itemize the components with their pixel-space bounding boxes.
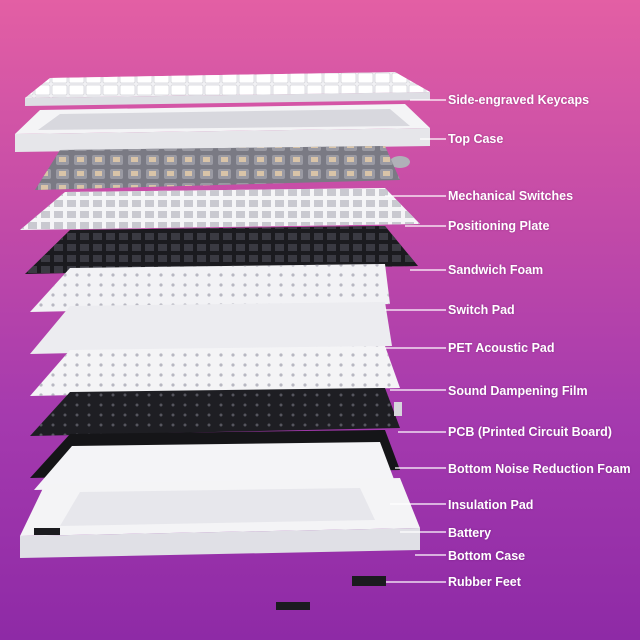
top-case-layer xyxy=(15,104,430,168)
switches-layer xyxy=(35,146,400,190)
insulation-pad-layer xyxy=(34,442,395,490)
label-keycaps: Side-engraved Keycaps xyxy=(448,93,590,107)
plate-layer xyxy=(20,188,420,230)
label-top-case: Top Case xyxy=(448,132,504,146)
label-switch-pad: Switch Pad xyxy=(448,303,515,317)
switch-pad-layer xyxy=(30,264,390,312)
label-plate: Positioning Plate xyxy=(448,219,550,233)
rubber-feet-part xyxy=(276,576,386,610)
label-insulation-pad: Insulation Pad xyxy=(448,498,534,512)
bottom-case-layer xyxy=(20,478,420,558)
label-damp-film: Sound Dampening Film xyxy=(448,384,588,398)
pet-pad-layer xyxy=(30,302,392,354)
label-pet-pad: PET Acoustic Pad xyxy=(448,341,555,355)
label-switches: Mechanical Switches xyxy=(448,189,574,203)
sandwich-foam-layer xyxy=(25,226,418,274)
keycaps-layer xyxy=(25,72,430,106)
label-pcb: PCB (Printed Circuit Board) xyxy=(448,425,612,439)
label-sandwich-foam: Sandwich Foam xyxy=(448,263,544,277)
damp-film-layer xyxy=(30,346,400,396)
label-battery: Battery xyxy=(448,526,492,540)
battery-part xyxy=(34,528,60,535)
label-bottom-case: Bottom Case xyxy=(448,549,526,563)
label-rubber-feet: Rubber Feet xyxy=(448,575,521,589)
leader-lines xyxy=(385,99,446,583)
pcb-layer xyxy=(30,388,402,436)
label-bottom-foam: Bottom Noise Reduction Foam xyxy=(448,462,631,476)
